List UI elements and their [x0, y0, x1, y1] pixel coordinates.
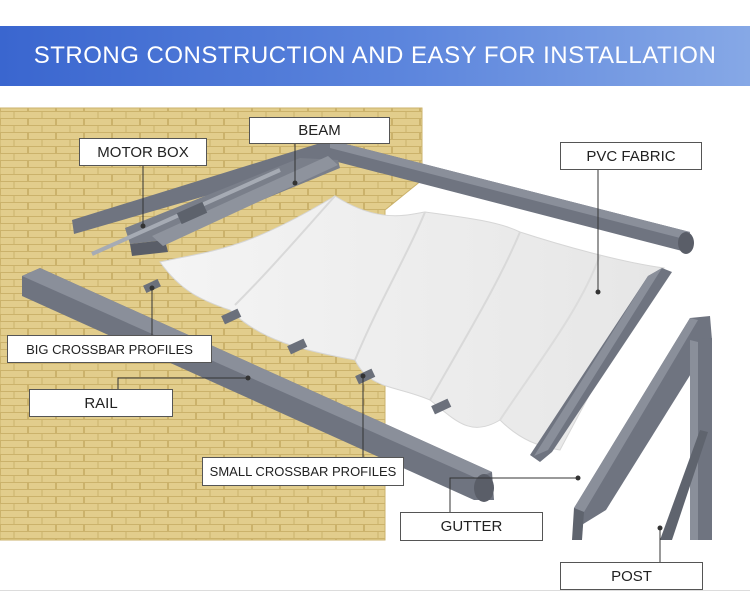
gutter-label: GUTTER [400, 512, 543, 541]
big-crossbar-label: BIG CROSSBAR PROFILES [7, 335, 212, 363]
bottom-divider [0, 590, 750, 591]
post-label: POST [560, 562, 703, 590]
motor-box-label: MOTOR BOX [79, 138, 207, 166]
pvc-fabric-label: PVC FABRIC [560, 142, 702, 170]
small-crossbar-label: SMALL CROSSBAR PROFILES [202, 457, 404, 486]
rail-label: RAIL [29, 389, 173, 417]
beam-label: BEAM [249, 117, 390, 144]
